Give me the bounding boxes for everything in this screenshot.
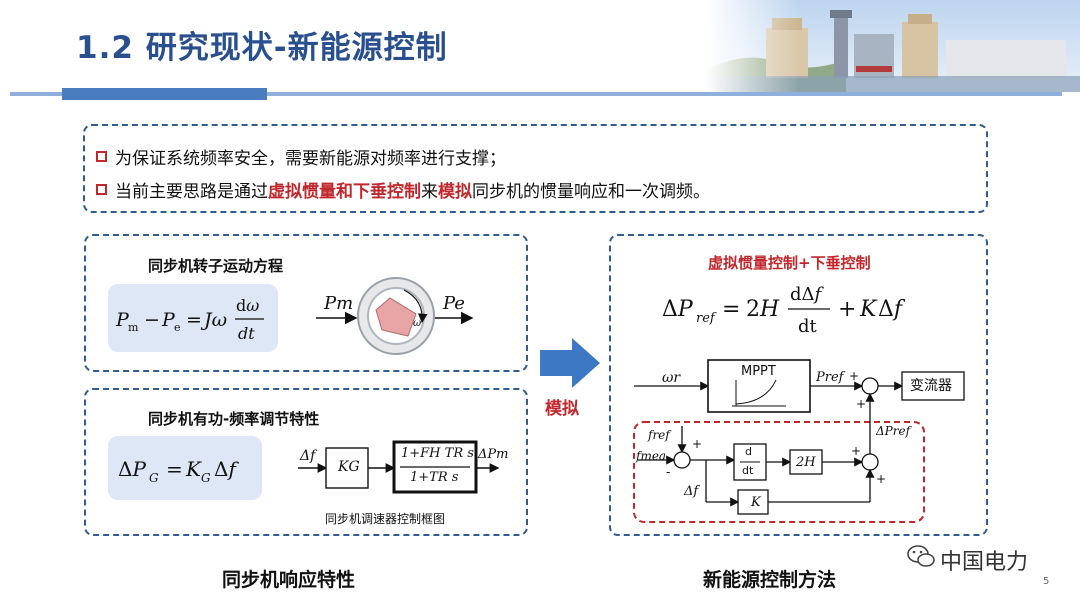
- svg-text:e: e: [174, 321, 181, 334]
- pe-label: Pe: [443, 293, 465, 314]
- governor-block-diagram: [298, 440, 500, 494]
- renewable-control-title: 虚拟惯量控制+下垂控制: [708, 254, 871, 272]
- sum-top-plus-left: +: [849, 369, 860, 383]
- gov-kg-label: KG: [338, 459, 360, 475]
- svg-text:Δf: Δf: [878, 297, 906, 322]
- gov-input-label: Δf: [300, 448, 316, 464]
- svg-text:Jω: Jω: [200, 309, 227, 331]
- rotor-equation-box: [108, 284, 278, 352]
- campus-banner-image: [706, 0, 1080, 92]
- mppt-label: MPPT: [741, 364, 776, 379]
- svg-text:=: =: [186, 309, 202, 331]
- sum2-plus-left: +: [851, 444, 862, 458]
- bullet-2-highlight-emulate: 模拟: [438, 182, 472, 202]
- checkbox-bullet-icon: [96, 151, 107, 162]
- sum-top-plus-bottom: +: [856, 397, 867, 411]
- svg-text:ΔP: ΔP: [662, 297, 694, 322]
- two-h-label: 2H: [796, 455, 816, 470]
- renewable-equation: ΔP ref = 2H dΔf dt + K Δf: [662, 284, 906, 337]
- pref-label: Pref: [816, 370, 844, 385]
- svg-text:ΔP: ΔP: [118, 457, 146, 481]
- right-section-caption: 新能源控制方法: [703, 569, 837, 591]
- svg-text:−: −: [144, 309, 160, 331]
- deriv-den: dt: [742, 464, 754, 477]
- omega-label: ω: [413, 318, 422, 329]
- renewable-block-diagram: [633, 359, 965, 523]
- svg-text:=: =: [166, 457, 183, 481]
- left-section-caption: 同步机响应特性: [222, 569, 356, 591]
- bullet-2-highlight-control: 虚拟惯量和下垂控制: [268, 182, 421, 202]
- rotor-box: [84, 234, 528, 372]
- gov-tf-numerator: 1+FH TR s: [401, 446, 474, 461]
- page-number: 5: [1043, 576, 1050, 587]
- svg-text:ref: ref: [696, 311, 717, 326]
- svg-text:dt: dt: [798, 316, 818, 337]
- bullet-2-prefix: 当前主要思路是通过: [115, 182, 268, 202]
- svg-text:Δf: Δf: [214, 457, 239, 481]
- sum2-plus-bottom: +: [876, 472, 887, 486]
- governor-caption: 同步机调速器控制框图: [325, 512, 446, 526]
- svg-text:+: +: [838, 297, 856, 322]
- omega-r-label: ωr: [662, 370, 681, 386]
- svg-text:G: G: [149, 471, 159, 485]
- bullet-1: 为保证系统频率安全，需要新能源对频率进行支撑；: [96, 144, 506, 169]
- renewable-control-box: [609, 234, 988, 536]
- rotor-equation: P m − P e = Jω dω dt: [115, 296, 264, 343]
- svg-text:m: m: [128, 321, 139, 334]
- svg-text:dt: dt: [238, 324, 255, 343]
- summary-box: [83, 124, 988, 213]
- bullet-2-suffix: 同步机的惯量响应和一次调频。: [472, 182, 710, 202]
- checkbox-bullet-icon: [96, 184, 107, 195]
- svg-text:dω: dω: [236, 296, 259, 315]
- bullet-2: 当前主要思路是通过虚拟惯量和下垂控制来模拟同步机的惯量响应和一次调频。: [96, 177, 710, 202]
- governor-title: 同步机有功-频率调节特性: [148, 410, 320, 428]
- deriv-num: d: [745, 445, 752, 458]
- svg-text:G: G: [201, 471, 211, 485]
- governor-equation-box: [108, 436, 262, 500]
- svg-text:K: K: [859, 297, 878, 322]
- watermark-text: 中国电力: [940, 550, 1029, 575]
- sum1-minus: -: [666, 465, 671, 479]
- governor-equation: ΔP G = K G Δf: [118, 457, 239, 485]
- slide-title: 1.2 研究现状-新能源控制: [76, 30, 448, 66]
- sum1-plus: +: [692, 437, 703, 451]
- svg-text:=: =: [722, 297, 740, 322]
- wechat-icon: [907, 545, 935, 567]
- title-underline-accent: [62, 88, 267, 100]
- fmea-label: fmea: [636, 449, 667, 463]
- rotor-diagram: [316, 277, 474, 355]
- gov-tf-denominator: 1+TR s: [410, 470, 459, 485]
- fref-label: fref: [648, 428, 670, 442]
- dpref-label: ΔPref: [876, 424, 911, 438]
- rotor-title: 同步机转子运动方程: [148, 257, 284, 275]
- governor-box: [84, 388, 528, 536]
- title-underline: [10, 92, 1062, 96]
- emulate-label: 模拟: [545, 399, 579, 419]
- svg-text:K: K: [185, 457, 202, 481]
- svg-text:P: P: [161, 309, 176, 331]
- delta-f-label: Δf: [684, 484, 699, 499]
- svg-text:2H: 2H: [746, 297, 780, 322]
- converter-label: 变流器: [910, 378, 952, 394]
- pm-label: Pm: [324, 293, 354, 314]
- bullet-2-mid: 来: [421, 182, 438, 202]
- gov-output-label: ΔPm: [478, 447, 509, 462]
- k-label: K: [751, 495, 761, 510]
- svg-text:P: P: [115, 309, 130, 331]
- bullet-1-text: 为保证系统频率安全，需要新能源对频率进行支撑；: [115, 149, 506, 169]
- right-arrow-icon: [540, 338, 600, 388]
- svg-text:dΔf: dΔf: [790, 284, 825, 305]
